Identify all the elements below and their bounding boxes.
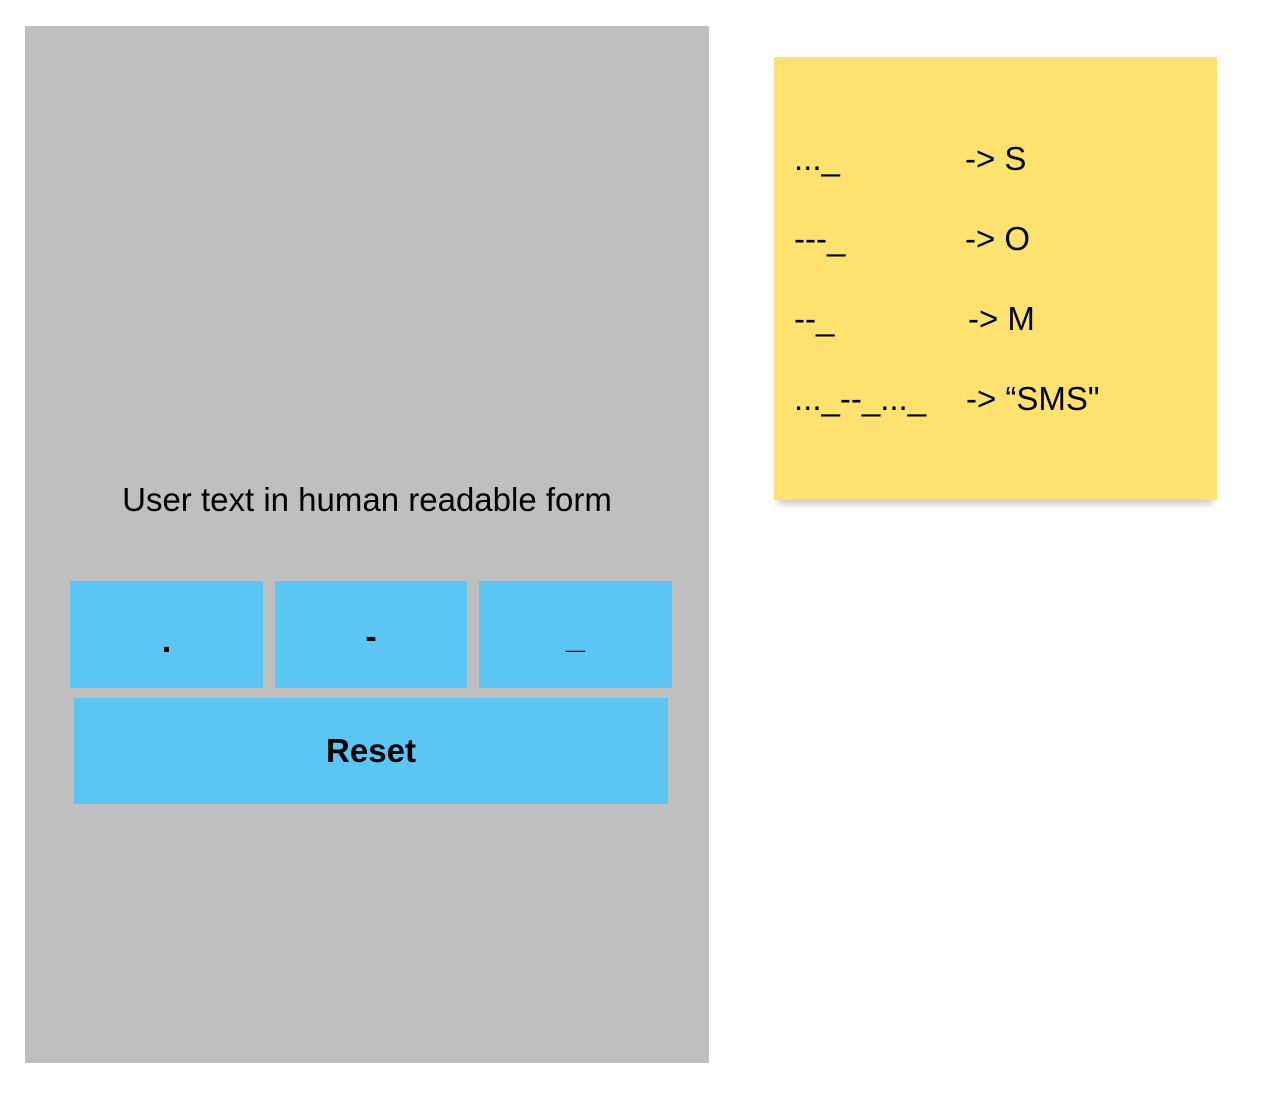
legend-result: -> S	[965, 140, 1027, 177]
dash-key-button[interactable]: -	[275, 581, 467, 688]
legend-code: --_	[794, 300, 835, 337]
legend-code: ..._	[794, 140, 840, 177]
morse-legend-sticky-note: ..._ -> S ---_ -> O --_ -> M ..._--_..._…	[774, 57, 1217, 500]
legend-code: ..._--_..._	[794, 380, 927, 417]
legend-result: -> O	[965, 220, 1031, 257]
morse-device-panel: User text in human readable form . - _ R…	[25, 26, 709, 1063]
legend-code: ---_	[794, 220, 846, 257]
decoded-text-readout: User text in human readable form	[122, 481, 612, 518]
dot-key-button[interactable]: .	[70, 581, 263, 688]
reset-button-label: Reset	[326, 732, 416, 769]
underscore-key-button[interactable]: _	[479, 581, 672, 688]
reset-button[interactable]: Reset	[74, 698, 668, 804]
legend-result: -> “SMS"	[966, 380, 1100, 417]
underscore-key-label: _	[566, 618, 585, 656]
dot-key-label: .	[161, 622, 172, 660]
legend-result: -> M	[968, 300, 1035, 337]
dash-key-label: -	[365, 618, 377, 656]
